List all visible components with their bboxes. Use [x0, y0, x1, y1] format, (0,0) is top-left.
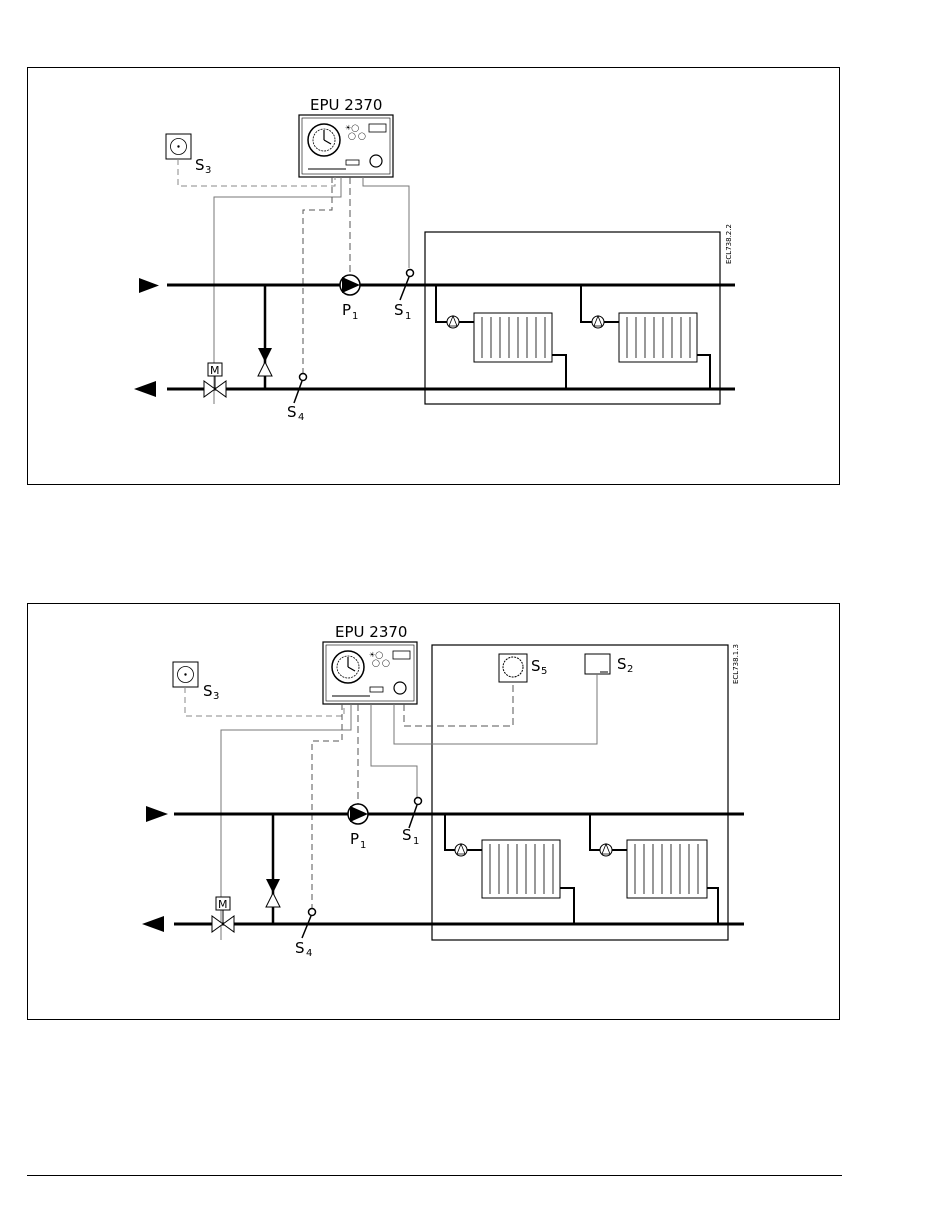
actuator-wire — [221, 704, 351, 940]
controller-epu: EPU 2370 ☀◯ ◯ ◯ — [323, 623, 417, 704]
radiator-2 — [581, 285, 710, 389]
pump-p1: P 1 — [340, 275, 360, 322]
heating-diagram-2: ECL738.1.3 EPU 2370 ☀◯ ◯ ◯ S 3 S 5 S 2 — [27, 603, 840, 1020]
svg-text:S: S — [617, 655, 627, 673]
reference-code: ECL738.2.2 — [725, 224, 733, 264]
sensor-s1: S 1 — [402, 798, 422, 848]
reference-code: ECL738.1.3 — [732, 644, 740, 684]
svg-text:◯ ◯: ◯ ◯ — [372, 659, 390, 667]
controller-epu: EPU 2370 ☀◯ ◯ ◯ — [299, 96, 393, 177]
sensor-s4: S 4 — [287, 374, 307, 424]
svg-text:4: 4 — [298, 412, 304, 423]
svg-text:P: P — [350, 830, 359, 848]
footer-rule — [27, 1175, 842, 1176]
svg-text:S: S — [531, 657, 541, 675]
actuator-wire — [214, 177, 341, 404]
controller-label: EPU 2370 — [335, 623, 407, 641]
sensor-s3: S 3 — [166, 134, 211, 176]
diagram-2-canvas: ECL738.1.3 EPU 2370 ☀◯ ◯ ◯ S 3 S 5 S 2 — [28, 604, 841, 1021]
radiator-1 — [436, 285, 566, 389]
radiator-2 — [590, 814, 718, 924]
sensor-s5: S 5 — [499, 654, 547, 682]
actuator-label: M — [210, 364, 220, 377]
sensor-s4: S 4 — [295, 909, 316, 960]
heating-diagram-1: ECL738.2.2 EPU 2370 ☀◯ ◯ ◯ S 3 — [27, 67, 840, 485]
svg-text:◯ ◯: ◯ ◯ — [348, 132, 366, 140]
svg-text:S: S — [295, 939, 305, 957]
radiator-icon — [474, 313, 552, 362]
check-valve-icon — [258, 348, 272, 362]
svg-text:☀◯: ☀◯ — [369, 651, 383, 659]
motorized-valve: M — [212, 897, 234, 932]
svg-text:S: S — [195, 156, 205, 174]
svg-text:P: P — [342, 301, 351, 319]
s1-signal-wire — [363, 177, 409, 268]
return-flow-arrow-icon — [134, 381, 156, 397]
check-valve-icon — [266, 879, 280, 893]
sensor-s2: S 2 — [585, 654, 633, 675]
sensor-s1: S 1 — [394, 270, 414, 323]
supply-flow-arrow-icon — [146, 806, 168, 822]
svg-text:1: 1 — [413, 836, 419, 847]
svg-text:2: 2 — [627, 664, 633, 675]
controller-label: EPU 2370 — [310, 96, 382, 114]
svg-text:1: 1 — [405, 311, 411, 322]
return-flow-arrow-icon — [142, 916, 164, 932]
svg-text:S: S — [394, 301, 404, 319]
svg-text:4: 4 — [306, 948, 312, 959]
diagram-1-canvas: ECL738.2.2 EPU 2370 ☀◯ ◯ ◯ S 3 — [28, 68, 841, 486]
s4-signal-wire — [303, 177, 332, 374]
svg-text:3: 3 — [205, 165, 211, 176]
svg-text:1: 1 — [360, 840, 366, 851]
radiator-1 — [445, 814, 574, 924]
pump-p1: P 1 — [348, 804, 368, 851]
s4-signal-wire — [312, 704, 342, 910]
sensor-s3: S 3 — [173, 662, 219, 702]
s2-signal-wire — [394, 674, 597, 744]
svg-text:S: S — [402, 826, 412, 844]
svg-text:S: S — [203, 682, 213, 700]
motorized-valve: M — [204, 363, 226, 397]
radiator-icon — [619, 313, 697, 362]
svg-text:5: 5 — [541, 666, 547, 677]
s5-signal-wire — [404, 682, 513, 726]
svg-text:☀◯: ☀◯ — [345, 124, 359, 132]
radiator-icon — [627, 840, 707, 898]
radiator-icon — [482, 840, 560, 898]
supply-flow-arrow-icon — [139, 278, 159, 293]
svg-text:3: 3 — [213, 691, 219, 702]
actuator-label: M — [218, 898, 228, 911]
svg-text:S: S — [287, 403, 297, 421]
svg-text:1: 1 — [352, 311, 358, 322]
